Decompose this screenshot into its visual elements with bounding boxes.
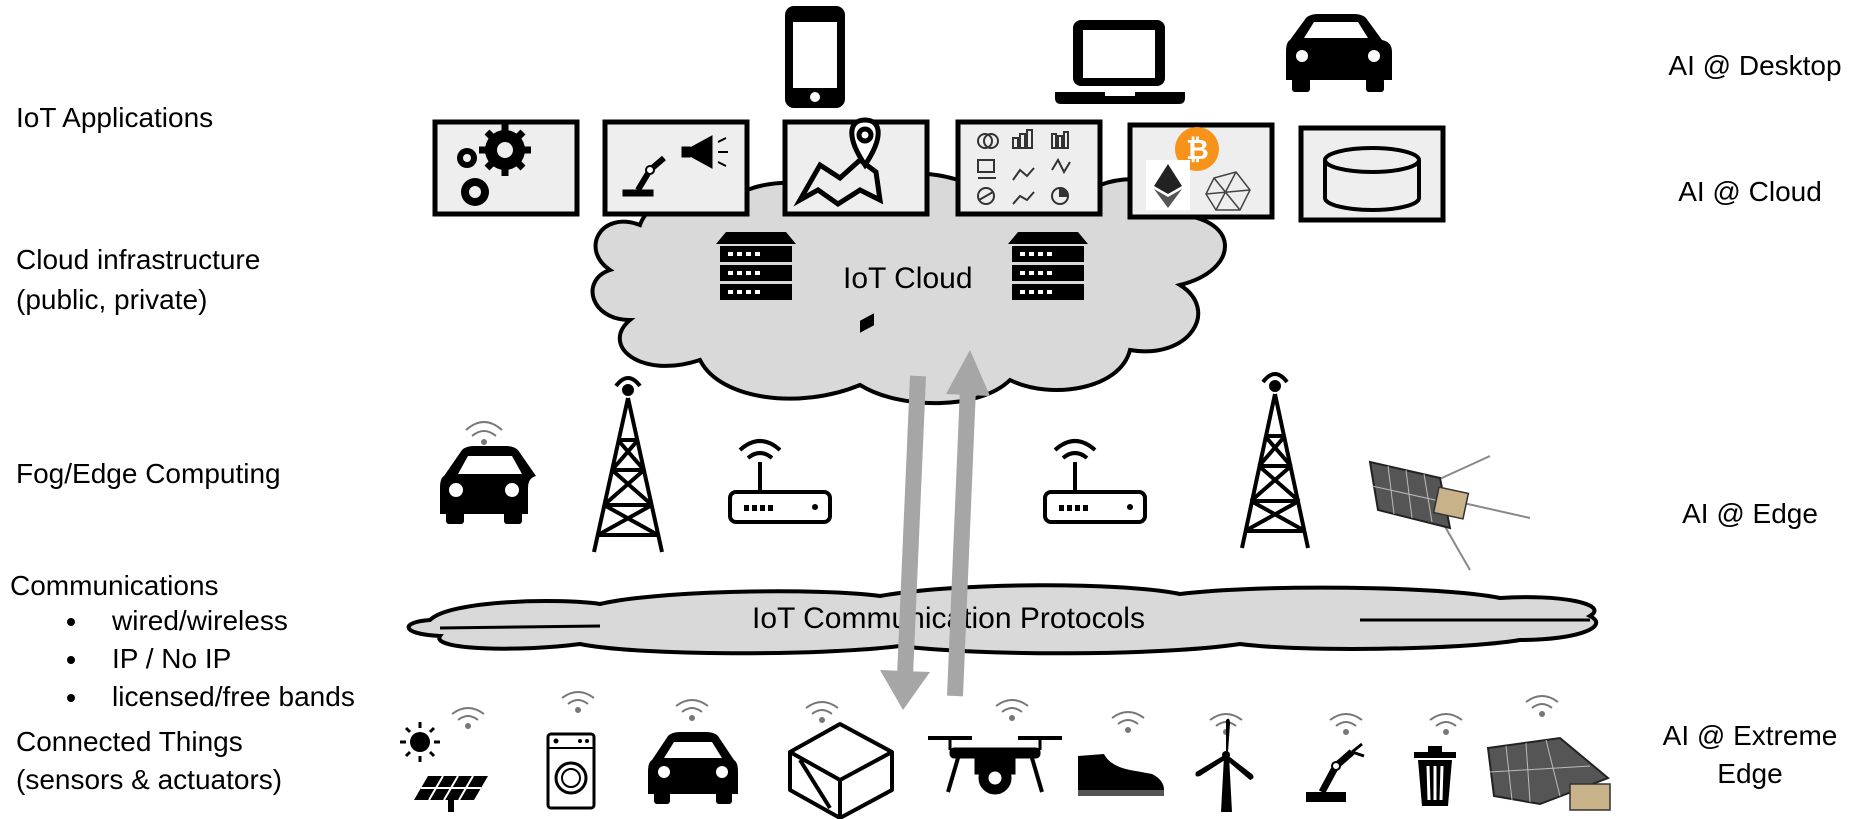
connected-car-icon	[440, 421, 536, 524]
cell-tower-icon	[592, 376, 664, 553]
solar-panel-icon	[400, 707, 488, 812]
bullet-wired-wireless: wired/wireless	[90, 602, 355, 640]
server-rack-icon	[1008, 232, 1088, 300]
car-icon	[648, 699, 738, 804]
iot-cloud-label: IoT Cloud	[843, 262, 973, 295]
crypto-blockchain-icon: ₿	[1146, 127, 1251, 211]
cell-tower-icon	[1240, 372, 1310, 549]
database-icon	[1323, 146, 1421, 212]
wind-turbine-icon	[1195, 713, 1254, 812]
label-ai-desktop: AI @ Desktop	[1668, 50, 1842, 81]
shoe-icon	[1078, 711, 1164, 796]
arrow-down	[880, 375, 930, 710]
robot-arm-icon	[1306, 713, 1365, 802]
trash-can-icon	[1414, 713, 1463, 806]
wifi-router-icon	[728, 439, 832, 524]
protocols-cloud-label: IoT Communication Protocols	[752, 602, 1145, 635]
label-ai-extreme-edge-line2: Edge	[1717, 758, 1783, 789]
drone-icon	[928, 699, 1062, 795]
bullet-bands: licensed/free bands	[90, 678, 355, 716]
label-cloud-infrastructure: Cloud infrastructure	[16, 244, 261, 275]
wifi-router-icon	[1043, 439, 1147, 524]
label-connected-things: Connected Things	[16, 726, 243, 757]
analytics-charts-icon	[977, 129, 1071, 205]
label-ai-extreme-edge: AI @ Extreme	[1662, 720, 1838, 751]
smartphone-icon	[785, 6, 845, 108]
app-box-map	[782, 119, 930, 217]
server-rack-icon	[716, 232, 796, 300]
svg-text:₿: ₿	[1186, 134, 1209, 165]
label-iot-applications: IoT Applications	[16, 102, 214, 133]
robot-arm-megaphone-icon	[622, 135, 728, 197]
label-ai-edge: AI @ Edge	[1682, 498, 1818, 529]
washing-machine-icon	[546, 691, 596, 810]
communications-bullets: wired/wireless IP / No IP licensed/free …	[30, 602, 355, 716]
package-icon	[788, 313, 894, 819]
bullet-ip: IP / No IP	[90, 640, 355, 678]
arrow-up	[946, 350, 990, 697]
car-icon	[1286, 14, 1392, 92]
gears-icon	[457, 124, 531, 206]
laptop-icon	[1055, 20, 1185, 104]
label-ai-cloud: AI @ Cloud	[1678, 176, 1822, 207]
label-fog-edge: Fog/Edge Computing	[16, 458, 281, 489]
label-communications: Communications	[10, 570, 219, 601]
protocols-cloud: IoT Communication Protocols	[406, 583, 1599, 656]
label-cloud-infrastructure-sub: (public, private)	[16, 284, 208, 315]
app-box-robot	[602, 119, 750, 217]
satellite-icon	[1486, 695, 1611, 811]
label-connected-things-sub: (sensors & actuators)	[16, 764, 283, 795]
map-pin-icon	[793, 117, 884, 208]
satellite-icon	[1368, 455, 1531, 571]
